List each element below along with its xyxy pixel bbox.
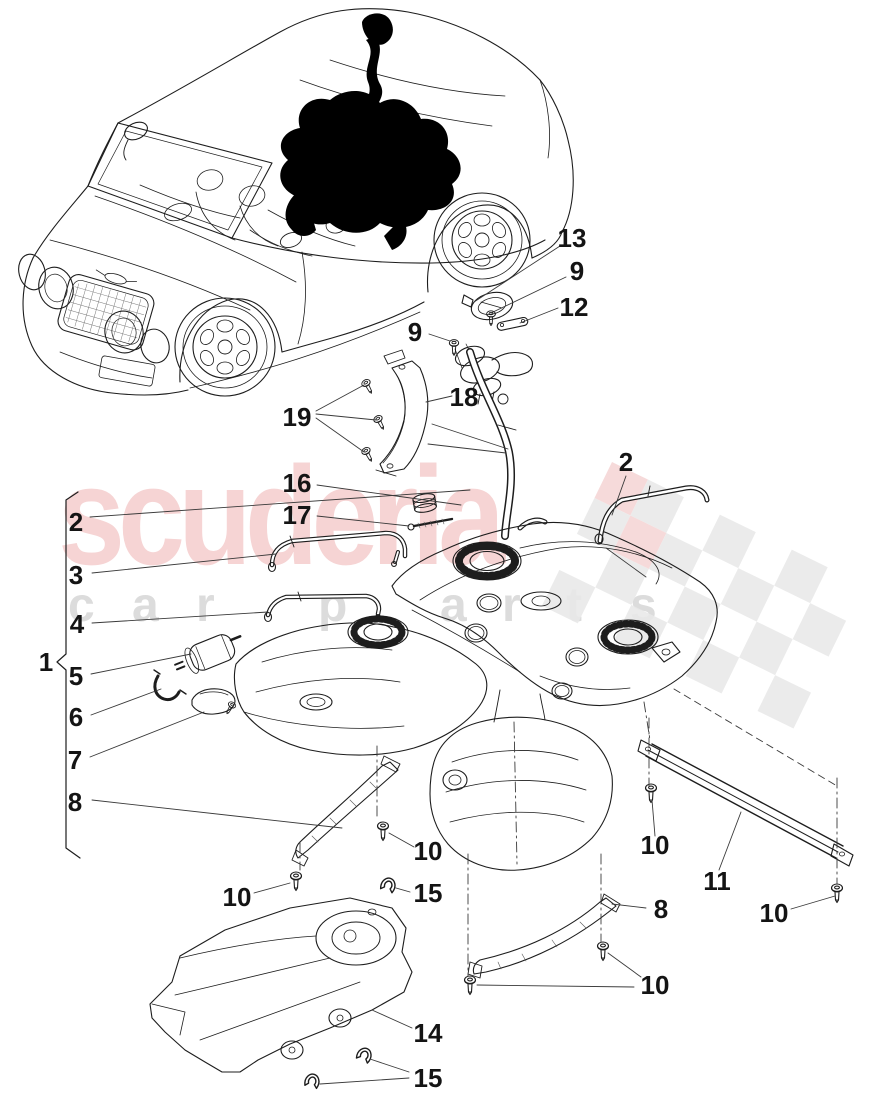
fuel-line-4 bbox=[263, 591, 382, 623]
part-label-15: 15 bbox=[413, 878, 443, 908]
part-label-6: 6 bbox=[68, 702, 84, 732]
tank-strap-right bbox=[467, 893, 621, 979]
checkered-flag-watermark bbox=[541, 462, 847, 729]
part-label-10: 10 bbox=[759, 898, 789, 928]
tank-strap-left bbox=[291, 755, 401, 867]
part-label-1: 1 bbox=[38, 647, 54, 677]
flag-cell bbox=[720, 568, 775, 622]
fuel-filter-5 bbox=[174, 634, 242, 674]
part-label-5: 5 bbox=[68, 661, 84, 691]
grommet-16 bbox=[412, 493, 437, 513]
fuel-tank-main bbox=[391, 522, 718, 723]
support-rod-11 bbox=[637, 739, 854, 867]
part-label-8: 8 bbox=[67, 787, 83, 817]
part-label-11: 11 bbox=[703, 866, 731, 896]
fuel-tank-left bbox=[233, 615, 488, 756]
flag-cell bbox=[685, 639, 740, 694]
part-label-9: 9 bbox=[407, 317, 423, 347]
part-label-7: 7 bbox=[67, 745, 83, 775]
datum-lines bbox=[299, 688, 838, 977]
flag-cell bbox=[595, 551, 649, 605]
fuel-tank-lower bbox=[429, 716, 613, 871]
fuel-line-3 bbox=[267, 530, 408, 573]
heat-shield-14 bbox=[149, 897, 413, 1073]
front-wheel bbox=[174, 297, 276, 397]
part-label-3: 3 bbox=[68, 560, 84, 590]
part-label-15: 15 bbox=[413, 1063, 443, 1093]
part-label-12: 12 bbox=[559, 292, 589, 322]
tagline-letter: r bbox=[196, 579, 215, 632]
tagline-letter: r bbox=[502, 579, 521, 632]
fuel-system-silhouette bbox=[280, 13, 461, 250]
part-label-13: 13 bbox=[557, 223, 587, 253]
leader-lines bbox=[89, 245, 836, 1085]
tagline-letter: p bbox=[318, 579, 348, 632]
side-mirror bbox=[123, 121, 303, 249]
group-bracket-1 bbox=[56, 491, 81, 859]
flag-accent-cell bbox=[612, 515, 667, 569]
flag-cell bbox=[757, 675, 812, 729]
part-label-10: 10 bbox=[413, 836, 443, 866]
rear-wheel bbox=[433, 192, 531, 288]
flag-cell bbox=[792, 603, 847, 657]
flag-cell bbox=[739, 621, 793, 676]
part-label-10: 10 bbox=[222, 882, 252, 912]
retaining-strap-12 bbox=[496, 316, 529, 331]
part-label-14: 14 bbox=[413, 1018, 443, 1048]
part-label-16: 16 bbox=[282, 468, 312, 498]
part-label-10: 10 bbox=[640, 970, 670, 1000]
filter-clamp-6 bbox=[153, 669, 187, 702]
part-label-2: 2 bbox=[618, 447, 634, 477]
part-label-9: 9 bbox=[569, 256, 585, 286]
tagline-letter: c bbox=[68, 579, 95, 632]
long-screw-17 bbox=[407, 517, 454, 531]
bracket-screws-19 bbox=[360, 377, 388, 464]
retainer-clips-15 bbox=[303, 875, 398, 1090]
part-label-8: 8 bbox=[653, 894, 669, 924]
brand-watermark: scuderia bbox=[58, 437, 505, 594]
headlights bbox=[18, 253, 170, 364]
part-label-4: 4 bbox=[69, 609, 85, 639]
flag-cell bbox=[541, 569, 596, 624]
tagline-letter: a bbox=[132, 579, 159, 632]
flag-cell bbox=[648, 533, 703, 587]
grille bbox=[57, 269, 155, 351]
car-illustration bbox=[18, 8, 574, 397]
part-label-17: 17 bbox=[282, 500, 312, 530]
filler-pipe bbox=[466, 348, 548, 540]
part-label-10: 10 bbox=[640, 830, 670, 860]
part-label-2: 2 bbox=[68, 507, 84, 537]
part-label-19: 19 bbox=[282, 402, 312, 432]
flag-cell bbox=[667, 586, 721, 640]
flag-cell bbox=[774, 549, 828, 604]
filler-pipe-bracket bbox=[375, 349, 429, 477]
filter-bracket-7 bbox=[191, 688, 238, 717]
flag-cell bbox=[702, 514, 756, 569]
part-label-18: 18 bbox=[449, 382, 479, 412]
vent-pipe-2 bbox=[594, 485, 710, 545]
